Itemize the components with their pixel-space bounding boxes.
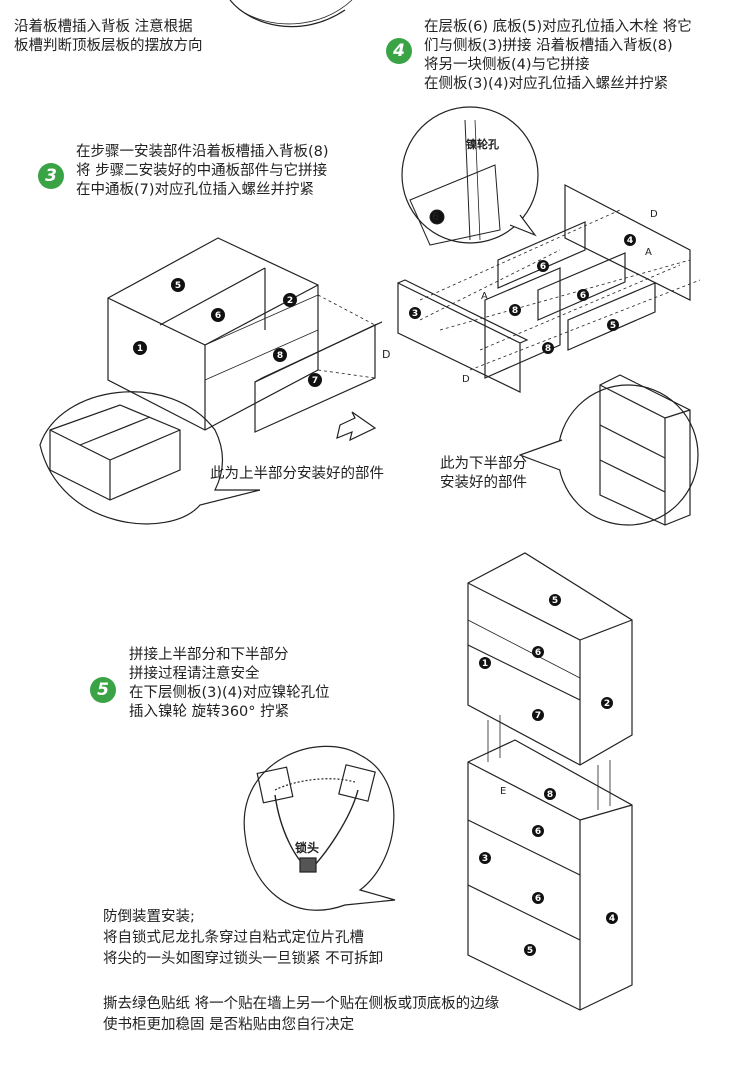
svg-text:8: 8 bbox=[547, 790, 553, 800]
bottom-5 bbox=[567, 282, 656, 351]
marker-5-upper: 5 bbox=[175, 281, 181, 291]
svg-text:5: 5 bbox=[552, 596, 558, 606]
shelf-6-a bbox=[497, 221, 586, 289]
sticker-note-text: 撕去绿色贴纸 将一个贴在墙上另一个贴在侧板或顶底板的边缘 使书柜更加稳固 是否粘… bbox=[103, 994, 499, 1036]
anti-tip-text: 防倒装置安装; 将自锁式尼龙扎条穿过自粘式定位片孔槽 将尖的一头如图穿过锁头一旦… bbox=[103, 907, 383, 970]
lower-caption-line-2: 安装好的部件 bbox=[440, 475, 527, 491]
step-top-left-line-1: 沿着板槽插入背板 注意根据 bbox=[14, 19, 193, 35]
cam-hole-detail-bubble bbox=[401, 106, 539, 244]
svg-text:6: 6 bbox=[540, 262, 546, 272]
svg-text:6: 6 bbox=[580, 291, 586, 301]
svg-text:4: 4 bbox=[627, 236, 633, 246]
svg-text:6: 6 bbox=[535, 894, 541, 904]
svg-text:5: 5 bbox=[610, 321, 616, 331]
upper-result-bubble bbox=[39, 391, 261, 525]
step-top-left-line-2: 板槽判断顶板层板的摆放方向 bbox=[14, 38, 203, 54]
svg-text:4: 4 bbox=[609, 914, 615, 924]
step-3-line-3: 在中通板(7)对应孔位插入螺丝并拧紧 bbox=[76, 182, 315, 198]
step-4-line-3: 将另一块侧板(4)与它拼接 bbox=[424, 57, 590, 73]
step-4-badge: 4 bbox=[386, 38, 412, 64]
step-top-left-text: 沿着板槽插入背板 注意根据 板槽判断顶板层板的摆放方向 bbox=[14, 18, 203, 56]
insert-direction-arrow bbox=[336, 411, 377, 442]
label-d-upper: D bbox=[382, 348, 391, 361]
svg-text:8: 8 bbox=[545, 344, 551, 354]
lower-part-caption: 此为下半部分 安装好的部件 bbox=[440, 455, 527, 493]
anti-tip-line-1: 防倒装置安装; bbox=[103, 909, 195, 925]
marker-6-upper: 6 bbox=[215, 311, 221, 321]
lower-caption-line-1: 此为下半部分 bbox=[440, 456, 527, 472]
anti-tip-detail-bubble bbox=[243, 745, 396, 911]
step-5-line-3: 在下层侧板(3)(4)对应镍轮孔位 bbox=[129, 685, 330, 701]
step-5-text: 拼接上半部分和下半部分 拼接过程请注意安全 在下层侧板(3)(4)对应镍轮孔位 … bbox=[129, 646, 330, 722]
step-3-line-2: 将 步骤二安装好的中通板部件与它拼接 bbox=[76, 163, 328, 179]
sticker-note-line-1: 撕去绿色贴纸 将一个贴在墙上另一个贴在侧板或顶底板的边缘 bbox=[103, 996, 500, 1012]
step-3-badge: 3 bbox=[38, 163, 64, 189]
step-5-line-1: 拼接上半部分和下半部分 bbox=[129, 647, 289, 663]
step-4-line-4: 在侧板(3)(4)对应孔位插入螺丝并拧紧 bbox=[424, 76, 669, 92]
step-3-text: 在步骤一安装部件沿着板槽插入背板(8) 将 步骤二安装好的中通板部件与它拼接 在… bbox=[76, 143, 329, 200]
step-4-text: 在层板(6) 底板(5)对应孔位插入木栓 将它 们与侧板(3)拼接 沿着板槽插入… bbox=[424, 18, 692, 94]
upper-box-front bbox=[107, 237, 319, 431]
svg-text:3: 3 bbox=[412, 309, 418, 319]
sticker-note-line-2: 使书柜更加稳固 是否粘贴由您自行决定 bbox=[103, 1017, 355, 1033]
label-a-left: A bbox=[481, 291, 488, 302]
back-panel-8-upper bbox=[204, 294, 319, 381]
marker-8-upper: 8 bbox=[277, 351, 283, 361]
label-cam-hole: 镍轮孔 bbox=[466, 138, 499, 151]
label-a-right: A bbox=[645, 247, 652, 258]
label-lock-head: 锁头 bbox=[295, 841, 320, 855]
marker-7-upper: 7 bbox=[312, 376, 318, 386]
svg-text:1: 1 bbox=[482, 659, 488, 669]
step-5-line-4: 插入镍轮 旋转360° 拧紧 bbox=[129, 704, 290, 720]
previous-step-bubble bbox=[229, 0, 346, 28]
side-panel-4 bbox=[564, 184, 691, 301]
label-six-circle: 6 bbox=[432, 210, 439, 223]
lower-result-bubble bbox=[557, 384, 699, 526]
upper-part-caption: 此为上半部分安装好的部件 bbox=[210, 466, 384, 482]
svg-text:6: 6 bbox=[535, 827, 541, 837]
svg-text:6: 6 bbox=[535, 648, 541, 658]
lower-half-cabinet bbox=[467, 739, 633, 1011]
svg-text:2: 2 bbox=[604, 699, 610, 709]
step-4-line-1: 在层板(6) 底板(5)对应孔位插入木栓 将它 bbox=[424, 19, 692, 35]
label-e: E bbox=[500, 786, 507, 797]
shelf-6-b bbox=[537, 252, 626, 321]
anti-tip-line-2: 将自锁式尼龙扎条穿过自粘式定位片孔槽 bbox=[103, 930, 364, 946]
step-5-line-2: 拼接过程请注意安全 bbox=[129, 666, 260, 682]
label-d-right: D bbox=[650, 209, 658, 220]
marker-2-upper: 2 bbox=[287, 296, 293, 306]
back-panel-8 bbox=[484, 267, 561, 379]
step-4-line-2: 们与侧板(3)拼接 沿着板槽插入背板(8) bbox=[424, 38, 673, 54]
svg-text:7: 7 bbox=[535, 711, 541, 721]
svg-text:3: 3 bbox=[482, 854, 488, 864]
step-5-badge: 5 bbox=[90, 677, 116, 703]
svg-text:5: 5 bbox=[527, 946, 533, 956]
step-3-line-1: 在步骤一安装部件沿着板槽插入背板(8) bbox=[76, 144, 329, 160]
anti-tip-line-3: 将尖的一头如图穿过锁头一旦锁紧 不可拆卸 bbox=[103, 951, 384, 967]
upper-half-cabinet bbox=[467, 552, 633, 766]
label-d-left: D bbox=[462, 374, 470, 385]
marker-1-upper: 1 bbox=[137, 344, 143, 354]
side-panel-3 bbox=[397, 282, 521, 393]
svg-text:8: 8 bbox=[512, 306, 518, 316]
